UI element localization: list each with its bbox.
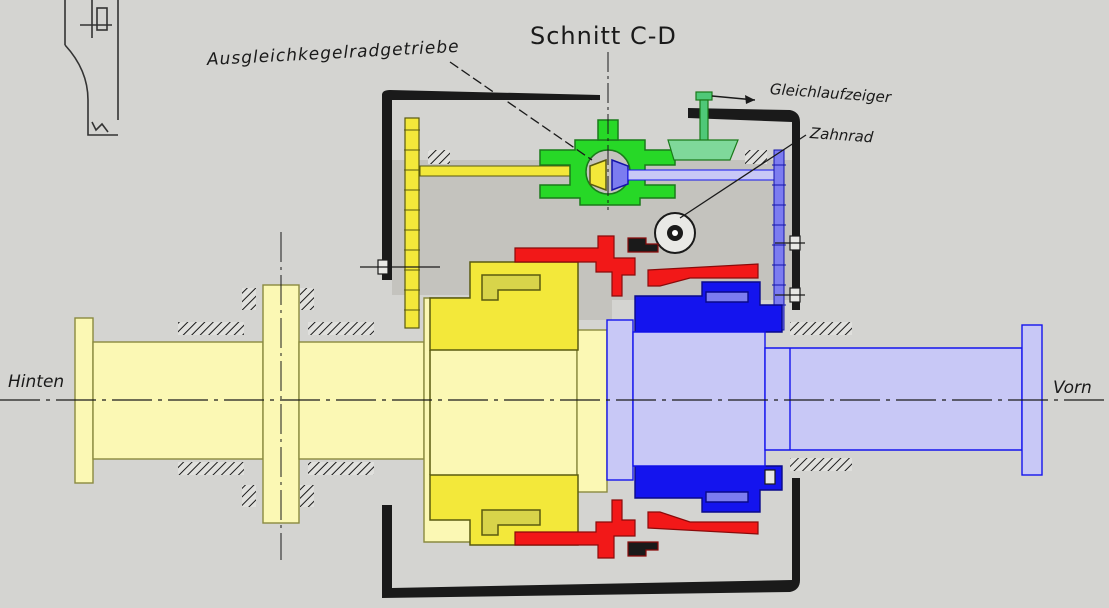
label-front: Vorn [1053, 378, 1092, 398]
bearing-hatch [178, 322, 244, 335]
blue-gear-stack [772, 149, 786, 331]
bearing-hatch [308, 462, 374, 475]
bearing-hatch [428, 150, 450, 164]
bearing-hatch [790, 322, 852, 335]
blue-upper-shaft [627, 169, 779, 181]
partial-view-top-left [64, 0, 119, 136]
housing-bolts [360, 235, 805, 485]
label-rear: Hinten [8, 372, 65, 392]
bearing-hatch [242, 485, 256, 507]
zahnrad-gear [654, 212, 696, 254]
bearing-hatch [745, 150, 767, 164]
yellow-upper-shaft [419, 165, 591, 177]
rear-hub [429, 261, 579, 546]
clutch-parts [514, 235, 759, 559]
bearing-hatch [242, 288, 256, 310]
sync-indicator-mechanism [667, 91, 739, 161]
leader-differential [449, 61, 593, 161]
yellow-gear-stack [404, 117, 420, 329]
front-hub [634, 281, 783, 513]
bearing-hatch [300, 288, 314, 310]
section-title: Schnitt C-D [530, 22, 677, 50]
bearing-hatch [308, 322, 374, 335]
indicator-arrowhead [745, 95, 755, 104]
bearing-hatch [178, 462, 244, 475]
leader-zahnrad [679, 134, 807, 219]
housing-bottom [382, 478, 800, 598]
bearing-hatch [790, 458, 852, 471]
bearing-hatch [300, 485, 314, 507]
front-shaft [606, 319, 1043, 481]
